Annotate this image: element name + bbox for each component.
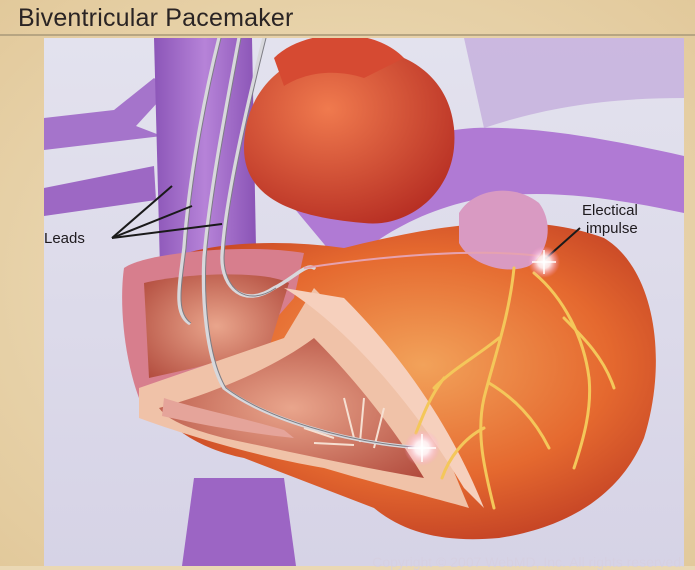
inferior-vena-cava xyxy=(182,478,296,566)
impulse-label-line2: impulse xyxy=(586,220,638,237)
leads-label: Leads xyxy=(44,230,85,247)
heart-illustration xyxy=(44,38,684,566)
heart-diagram-svg xyxy=(44,38,684,566)
impulse-label-line1: Electical xyxy=(582,202,638,219)
diagram-title: Biventricular Pacemaker xyxy=(18,4,294,33)
copyright-notice: Copyright © 2007 WebMD, Inc. All rights … xyxy=(372,554,685,570)
title-divider xyxy=(0,34,695,36)
